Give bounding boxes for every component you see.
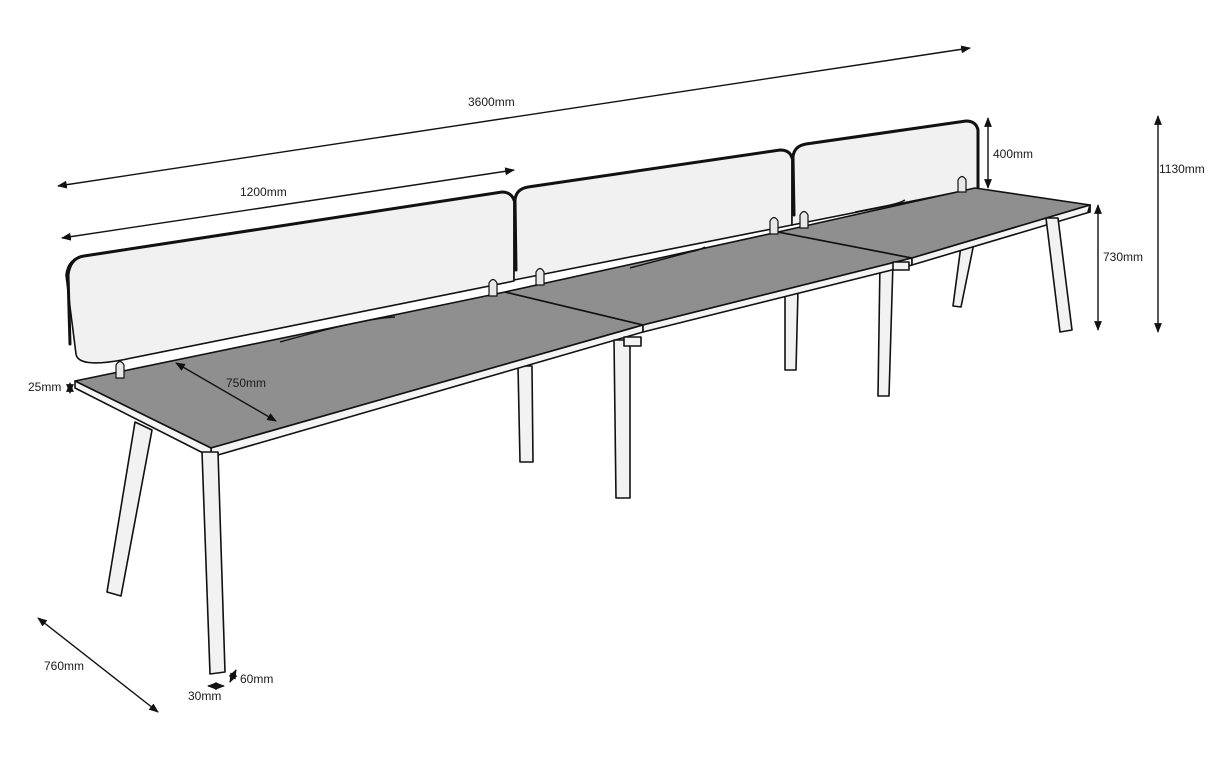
leg-right-front: [1045, 217, 1073, 333]
screen-clip: [115, 360, 125, 379]
cable-cutout-middle: [629, 246, 706, 269]
legs-front: [106, 217, 1073, 675]
leg-middle-back: [784, 289, 799, 371]
label-overall-length: 3600mm: [468, 95, 515, 109]
leg-bracket: [623, 336, 642, 347]
label-desk-height: 730mm: [1103, 250, 1143, 264]
dim-line-760: [37, 617, 159, 713]
label-screen-height: 400mm: [993, 147, 1033, 161]
screen-clip: [488, 278, 498, 297]
leg-left-front-b: [201, 451, 226, 675]
label-desk-width: 1200mm: [240, 185, 287, 199]
dimension-lines: [37, 45, 1162, 713]
cable-cutout-left: [279, 316, 396, 343]
legs-back: [517, 237, 976, 463]
label-top-thickness: 25mm: [28, 380, 61, 394]
dim-line-1200: [61, 167, 515, 241]
desk-edge-right-side: [1087, 204, 1091, 213]
label-overall-depth: 760mm: [44, 659, 84, 673]
dimension-labels: 3600mm 1200mm 400mm 1130mm 730mm 25mm 75…: [28, 95, 1205, 703]
leg-right-back: [877, 261, 894, 397]
screen-clip: [957, 175, 967, 193]
leg-bracket: [892, 261, 910, 271]
dim-line-60: [228, 669, 238, 683]
label-leg-width: 30mm: [188, 689, 221, 703]
screen-clip: [535, 267, 545, 286]
dim-line-3600: [57, 45, 971, 189]
label-desk-depth: 750mm: [226, 376, 266, 390]
label-leg-depth: 60mm: [240, 672, 273, 686]
screen-clip: [769, 216, 779, 235]
dim-line-750: [175, 362, 277, 422]
label-total-height: 1130mm: [1159, 162, 1205, 176]
leg-middle-front: [613, 339, 631, 499]
screen-clip: [799, 210, 809, 229]
cable-cutout-right: [854, 199, 906, 213]
leg-left-back: [517, 365, 534, 463]
leg-left-front-a: [106, 421, 153, 597]
